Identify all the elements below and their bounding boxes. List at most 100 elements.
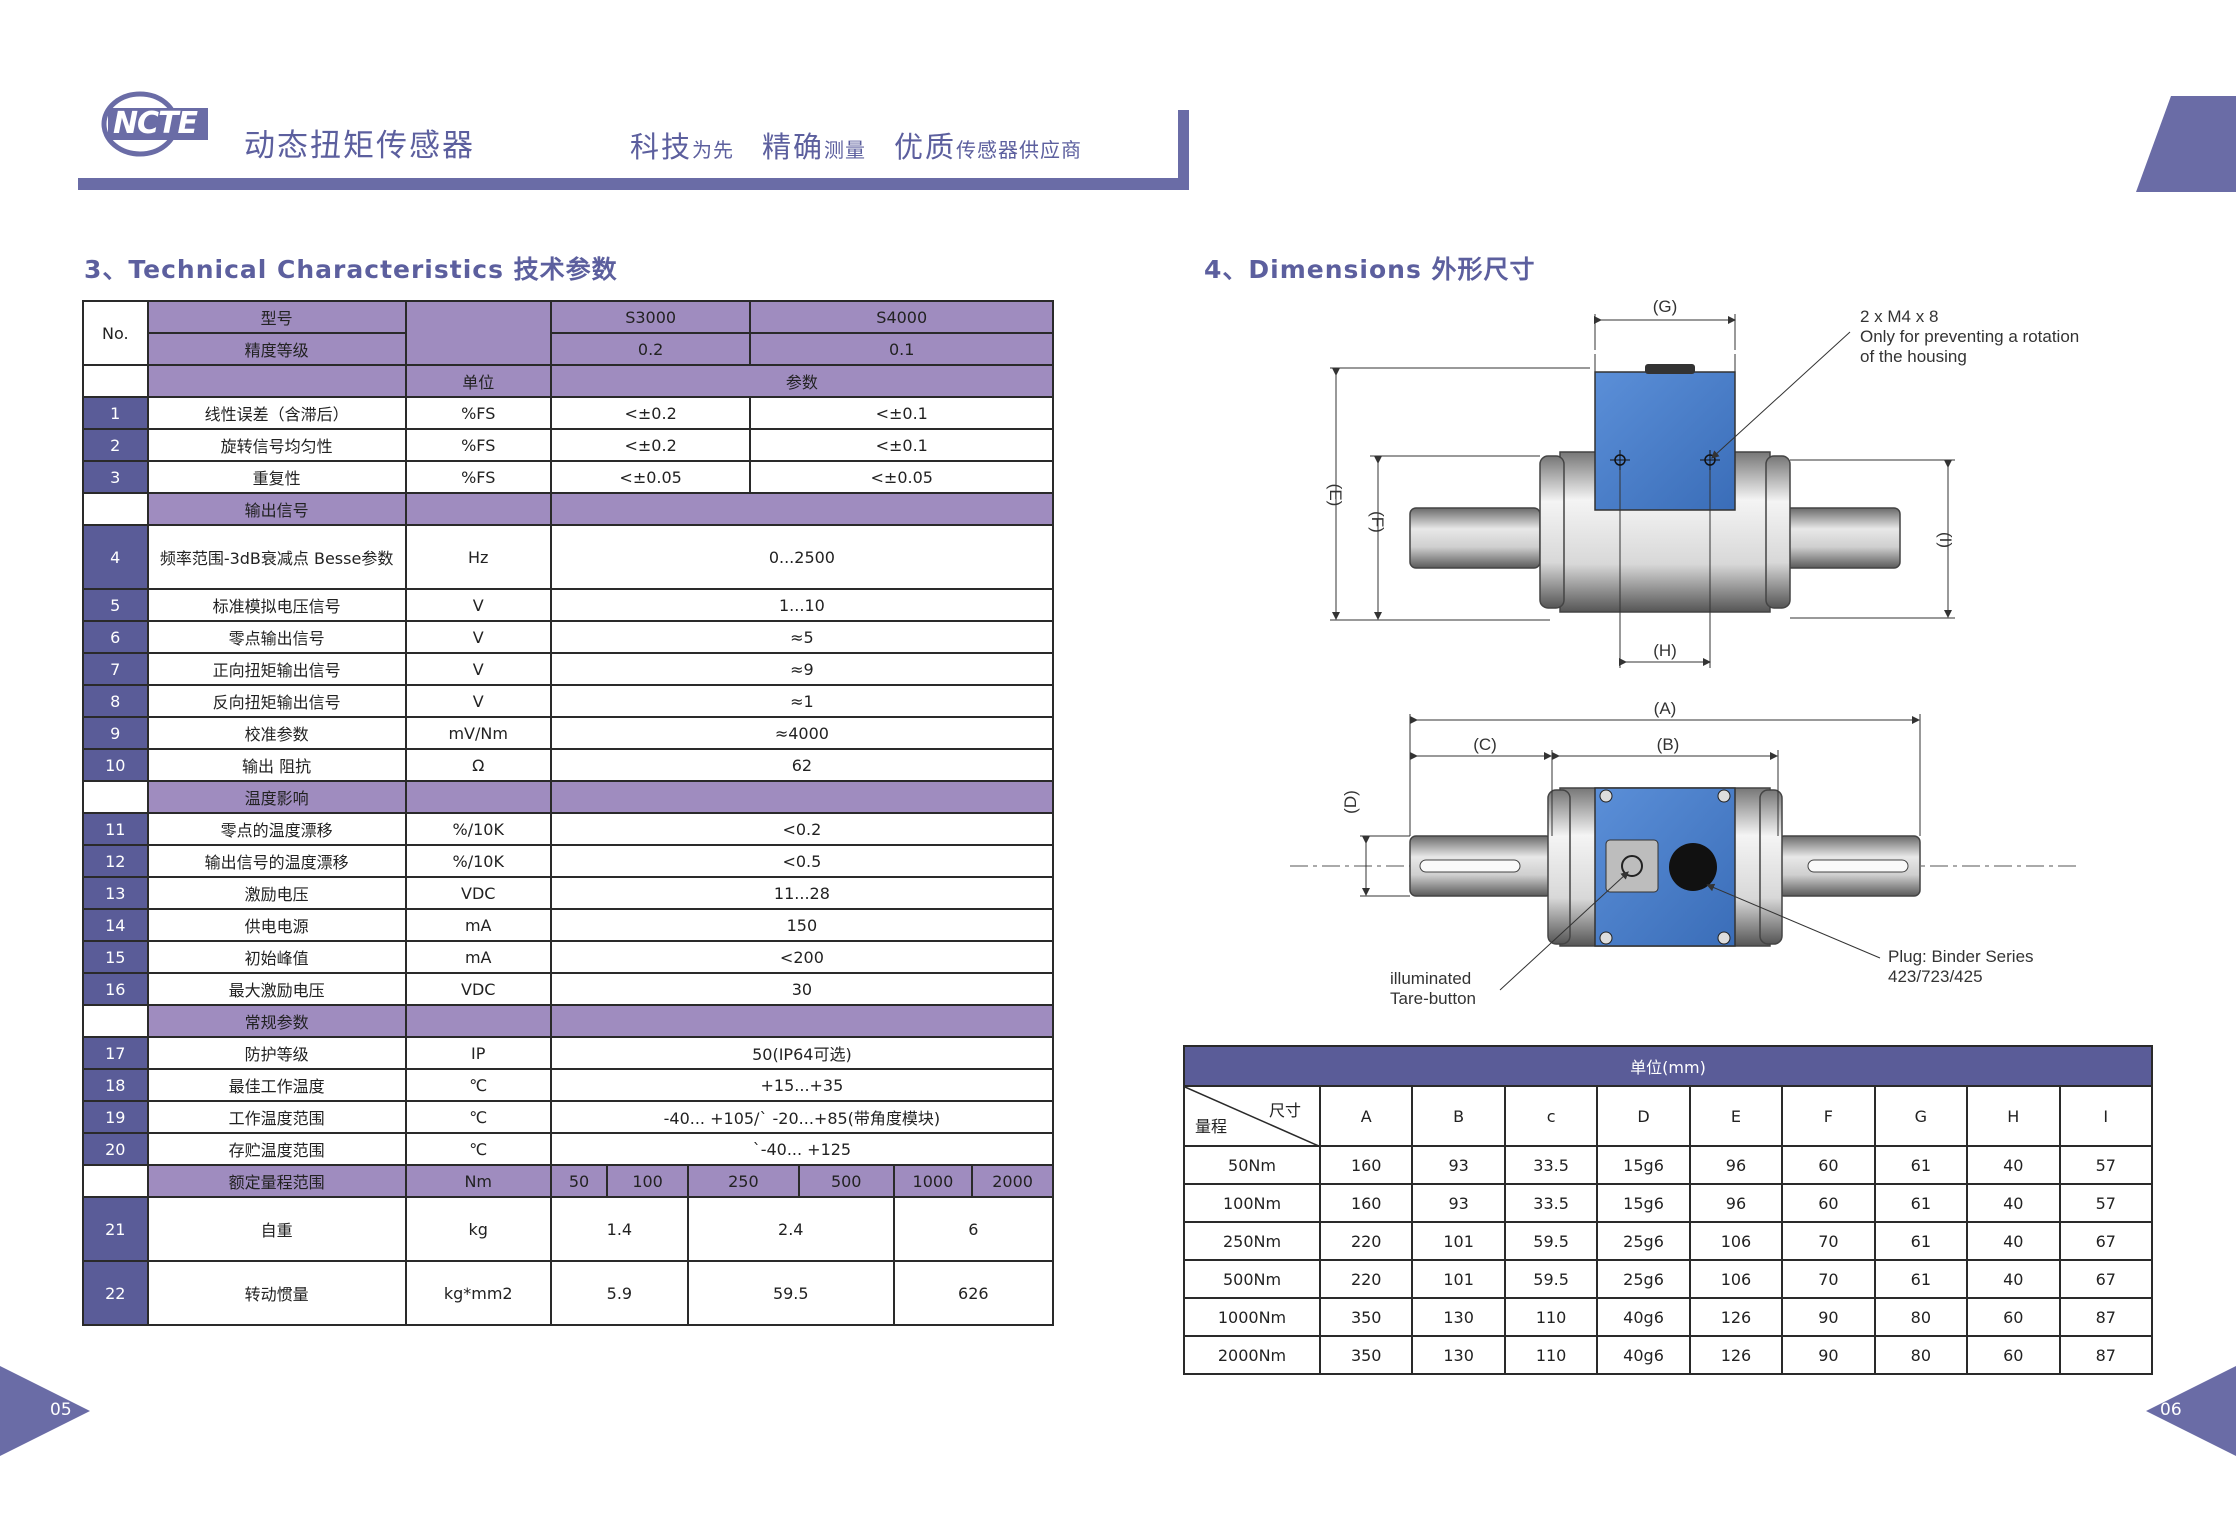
param-value: 150: [549, 908, 1055, 942]
param-value: 11...28: [549, 876, 1055, 910]
dimension-value: 70: [1781, 1221, 1876, 1261]
dimension-value: 40: [1966, 1145, 2061, 1185]
param-value-s3000: <±0.2: [549, 396, 752, 430]
dimension-drawing: (G) (E) (F) (I) (H) (A) (C) (B) (D) 2 x …: [1290, 297, 2080, 1008]
dimension-value: 40g6: [1596, 1297, 1691, 1337]
dimension-value: 61: [1873, 1145, 1969, 1185]
row-number: 11: [82, 812, 149, 846]
param-name: 防护等级: [146, 1036, 407, 1070]
row-number: 13: [82, 876, 149, 910]
section-title-dimensions: 4、Dimensions 外形尺寸: [1204, 255, 1536, 284]
param-unit: mV/Nm: [404, 716, 552, 750]
accuracy-s3000: 0.2: [549, 332, 752, 366]
dimension-value: 67: [2058, 1221, 2153, 1261]
range-cell: 2000Nm: [1183, 1335, 1321, 1375]
param-unit: V: [404, 620, 552, 654]
header-accent-bar-vertical: [1178, 110, 1189, 190]
param-value-s4000: <±0.05: [749, 460, 1054, 494]
dims-title-row: 单位(mm): [1183, 1045, 2153, 1087]
param-value: +15...+35: [549, 1068, 1055, 1102]
accuracy-label: 精度等级: [146, 332, 407, 366]
range-value: 1000: [892, 1164, 974, 1198]
dimension-value: 40: [1966, 1221, 2061, 1261]
dimension-value: 60: [1781, 1183, 1876, 1223]
dim-label-a: (A): [1654, 699, 1677, 718]
param-name: 正向扭矩输出信号: [146, 652, 407, 686]
unit-label: 单位: [404, 364, 552, 398]
blank-cell: [549, 780, 1055, 814]
slogan-small-3: 传感器供应商: [956, 138, 1083, 162]
param-name: 旋转信号均匀性: [146, 428, 407, 462]
top-view: [1290, 714, 2080, 991]
dims-unit-title: 单位(mm): [1183, 1045, 2153, 1087]
unit-header-blank: [404, 300, 552, 366]
dimension-value: 40g6: [1596, 1335, 1691, 1375]
col-header: I: [2058, 1085, 2153, 1147]
dimension-value: 130: [1411, 1297, 1506, 1337]
col-header: c: [1503, 1085, 1599, 1147]
dimension-value: 57: [2058, 1145, 2153, 1185]
inertia-value: 5.9: [549, 1260, 689, 1326]
param-unit: kg: [404, 1196, 552, 1262]
param-unit: mA: [404, 940, 552, 974]
table-row: 2 旋转信号均匀性 %FS <±0.2 <±0.1: [82, 428, 1054, 462]
dimension-value: 90: [1781, 1297, 1876, 1337]
row-number: 18: [82, 1068, 149, 1102]
dimension-value: 87: [2058, 1297, 2153, 1337]
product-title: 动态扭矩传感器: [244, 128, 475, 164]
weight-value: 2.4: [686, 1196, 895, 1262]
tare-note-line-2: Tare-button: [1390, 989, 1476, 1008]
param-value: ≈4000: [549, 716, 1055, 750]
param-name: 零点的温度漂移: [146, 812, 407, 846]
blank-cell: [146, 364, 407, 398]
col-header: A: [1318, 1085, 1414, 1147]
dimension-value: 33.5: [1503, 1183, 1599, 1223]
inertia-value: 626: [892, 1260, 1055, 1326]
row-number: 4: [82, 524, 149, 590]
row-number: 15: [82, 940, 149, 974]
dimension-value: 40: [1966, 1259, 2061, 1299]
dimension-value: 350: [1318, 1335, 1414, 1375]
accuracy-s4000: 0.1: [749, 332, 1054, 366]
dimension-value: 59.5: [1503, 1221, 1599, 1261]
dimension-value: 106: [1688, 1259, 1784, 1299]
param-value: `-40... +125: [549, 1132, 1055, 1166]
technical-characteristics-table: No. 型号 S3000 S4000 精度等级 0.2 0.1 单位 参数 1 …: [82, 300, 1055, 1326]
slogan-big-3: 优质: [894, 130, 957, 164]
param-unit: ℃: [404, 1132, 552, 1166]
param-unit: %/10K: [404, 844, 552, 878]
table-row: 9 校准参数 mV/Nm ≈4000: [82, 716, 1055, 750]
dimension-value: 110: [1503, 1297, 1599, 1337]
param-unit: %FS: [404, 428, 552, 462]
param-name: 自重: [146, 1196, 407, 1262]
group-label: 常规参数: [146, 1004, 407, 1038]
table-row: 10 输出 阻抗 Ω 62: [82, 748, 1055, 782]
param-unit: Hz: [404, 524, 552, 590]
dimension-value: 15g6: [1596, 1145, 1691, 1185]
range-label: 额定量程范围: [146, 1164, 407, 1198]
row-number: 21: [82, 1196, 149, 1262]
dimension-value: 67: [2058, 1259, 2153, 1299]
range-cell: 500Nm: [1183, 1259, 1321, 1299]
table-row: 16 最大激励电压 VDC 30: [82, 972, 1055, 1006]
weight-value: 6: [892, 1196, 1055, 1262]
param-unit: VDC: [404, 972, 552, 1006]
dimension-value: 60: [1781, 1145, 1876, 1185]
corner-decoration: [2136, 96, 2236, 192]
dim-label-c: (C): [1473, 735, 1497, 754]
row-number: 9: [82, 716, 149, 750]
param-unit: V: [404, 684, 552, 718]
row-number: 6: [82, 620, 149, 654]
spec-header-unit: 单位 参数: [82, 364, 1055, 398]
spec-header-accuracy: 精度等级 0.2 0.1: [83, 332, 1054, 366]
param-value: ≈9: [549, 652, 1055, 686]
inertia-value: 59.5: [686, 1260, 895, 1326]
dimension-value: 130: [1411, 1335, 1506, 1375]
dimension-value: 59.5: [1503, 1259, 1599, 1299]
corner-label-size: 尺寸: [1268, 1101, 1301, 1120]
blank-cell: [404, 492, 552, 526]
dimension-value: 93: [1411, 1183, 1506, 1223]
group-label: 输出信号: [146, 492, 407, 526]
